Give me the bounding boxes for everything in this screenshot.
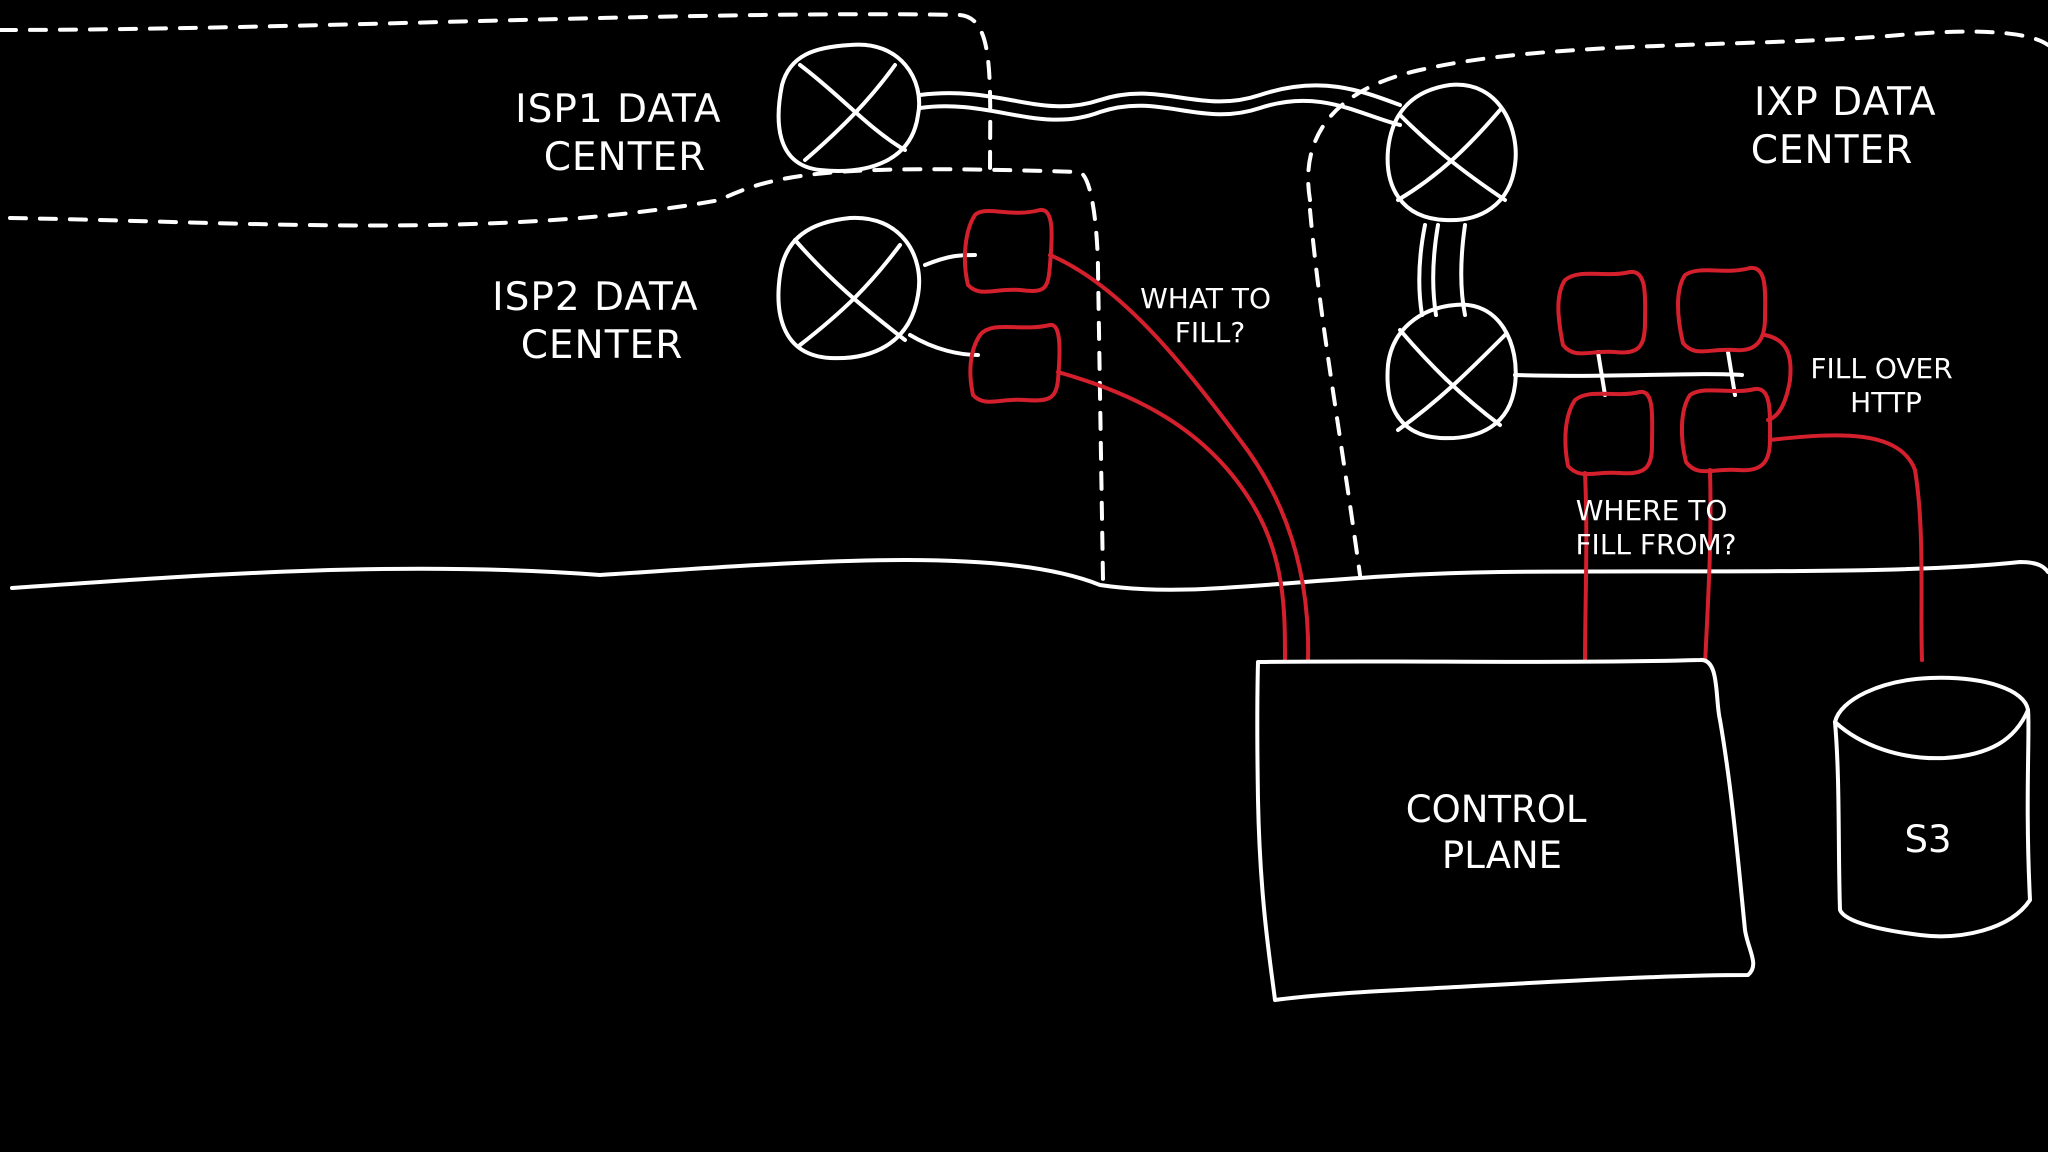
cache-server	[1679, 387, 1773, 474]
fill-over-http-label: FILL OVER HTTP	[1810, 352, 1961, 419]
ixp-region-boundary	[1306, 29, 2048, 577]
router-icon	[1385, 302, 1518, 441]
what-to-fill-label: WHAT TO FILL?	[1140, 282, 1280, 349]
cache-server	[1556, 270, 1648, 356]
control-plane-box	[1255, 658, 1756, 1002]
s3-label: S3	[1904, 818, 1951, 861]
s3-bucket-icon	[1833, 675, 2032, 939]
cache-server	[962, 208, 1054, 294]
network-boundary-line	[10, 558, 2048, 592]
cache-server	[1563, 390, 1655, 476]
control-links	[1048, 253, 1924, 667]
isp2-label: ISP2 DATA CENTER	[492, 275, 712, 368]
router-cables	[908, 83, 1744, 397]
isp1-label: ISP1 DATA CENTER	[515, 87, 735, 180]
router-icon	[776, 215, 922, 361]
router-icon	[776, 42, 922, 173]
router-icon	[1385, 82, 1518, 223]
where-to-fill-from-label: WHERE TO FILL FROM?	[1575, 494, 1736, 561]
cache-server	[1676, 266, 1768, 354]
cache-server	[968, 323, 1062, 404]
ixp-label: IXP DATA CENTER	[1751, 80, 1950, 173]
isp1-region-boundary	[0, 12, 1105, 582]
control-plane-label: CONTROL PLANE	[1406, 788, 1598, 877]
